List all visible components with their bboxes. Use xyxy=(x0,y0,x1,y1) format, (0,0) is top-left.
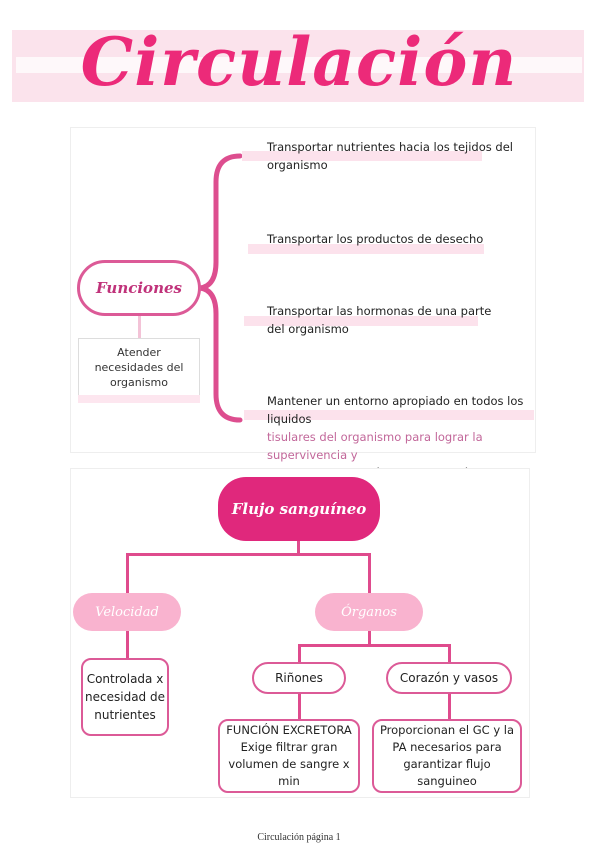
velocidad-node: Velocidad xyxy=(73,593,181,631)
highlight-band xyxy=(248,244,484,254)
highlight-band xyxy=(244,410,534,420)
page-footer: Circulación página 1 xyxy=(257,832,341,843)
connector-line xyxy=(297,541,300,555)
funcion-excretora-box: FUNCIÓN EXCRETORA Exige filtrar gran vol… xyxy=(218,719,360,793)
connector-line xyxy=(298,694,301,719)
organos-node: Órganos xyxy=(315,593,423,631)
funciones-node: Funciones xyxy=(77,260,201,316)
function-item: Transportar nutrientes hacia los tejidos… xyxy=(267,140,513,172)
connector-line xyxy=(126,553,129,593)
atender-band xyxy=(78,395,200,403)
connector-line xyxy=(126,631,129,658)
function-item: Transportar las hormonas de una parte de… xyxy=(267,304,492,336)
rinones-node: Riñones xyxy=(252,662,346,694)
function-item: Transportar los productos de desecho xyxy=(267,232,484,246)
title-strip xyxy=(16,57,582,73)
excretora-text: Exige filtrar gran volumen de sangre x m… xyxy=(228,740,350,788)
connector-line xyxy=(368,553,371,593)
connector-line xyxy=(368,631,371,646)
excretora-title: FUNCIÓN EXCRETORA xyxy=(226,723,352,737)
function-line: Mantener un entorno apropiado en todos l… xyxy=(267,394,524,426)
proporcionan-box: Proporcionan el GC y la PA necesarios pa… xyxy=(372,719,522,793)
connector-line xyxy=(298,644,450,647)
connector-line xyxy=(126,553,370,556)
funciones-connector xyxy=(138,316,141,338)
connector-line xyxy=(448,694,451,719)
highlight-band xyxy=(244,316,478,326)
connector-line xyxy=(298,644,301,662)
controlada-box: Controlada x necesidad de nutrientes xyxy=(81,658,169,736)
corazon-vasos-node: Corazón y vasos xyxy=(386,662,512,694)
function-line: tisulares del organismo para lograr la s… xyxy=(267,430,483,462)
flujo-sanguineo-node: Flujo sanguíneo xyxy=(218,477,380,541)
highlight-band xyxy=(242,151,482,161)
atender-box: Atender necesidades del organismo xyxy=(78,338,200,396)
page-title: Circulación xyxy=(80,23,518,101)
connector-line xyxy=(448,644,451,662)
